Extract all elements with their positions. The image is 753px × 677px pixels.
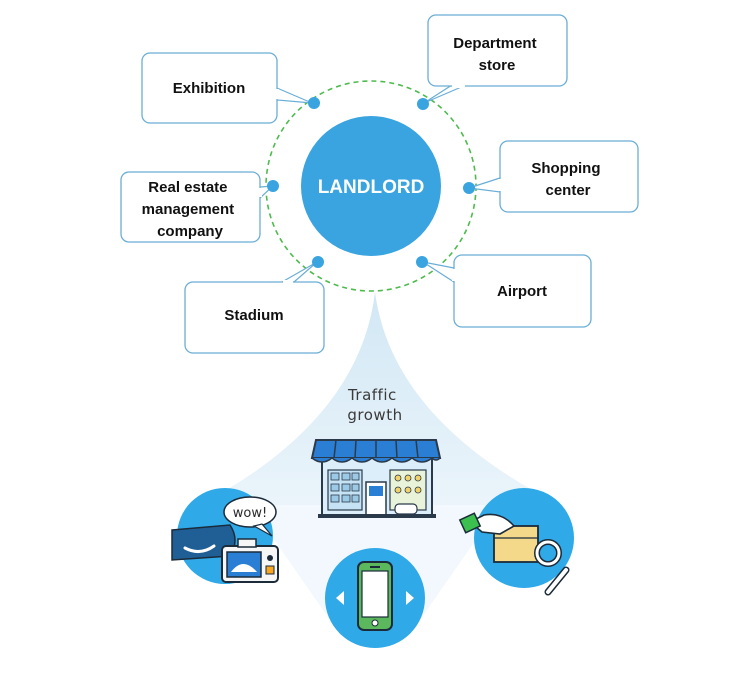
svg-text:Real estate management: Real estate management company (142, 179, 239, 240)
smartphone-icon (325, 548, 425, 648)
svg-text:Stadium: Stadium (224, 307, 283, 324)
package-handover-icon (458, 488, 574, 596)
callout-shopping-center-line-1: Shopping (531, 160, 600, 177)
landlord-hub (301, 116, 441, 256)
ring-dot-stadium (312, 256, 324, 268)
callout-stadium-line-1: Stadium (224, 307, 283, 324)
callout-real-estate-line-3: company (157, 223, 224, 240)
callout-department-store-line-2: store (479, 57, 516, 74)
ring-dot-exhibition (308, 97, 320, 109)
callout-stadium-box (184, 281, 325, 354)
callout-airport-line-1: Airport (497, 283, 547, 300)
camera-reaction-icon: wow! (171, 488, 279, 584)
landlord-label: LANDLORD (318, 177, 425, 198)
callout-airport-box (453, 254, 592, 328)
ring-dot-real-estate (267, 180, 279, 192)
callout-department-store-line-1: Department (453, 35, 536, 52)
callout-exhibition-line-1: Exhibition (173, 80, 246, 97)
callout-real-estate-box (120, 171, 261, 243)
svg-text:Shopping center: Shopping center (531, 160, 604, 199)
callout-exhibition-box (141, 52, 278, 124)
ring-dot-department-store (417, 98, 429, 110)
traffic-label-line-2: growth (347, 406, 402, 424)
svg-text:Traffic growth: Traffic growth (347, 386, 403, 424)
callout-shopping-center-box (499, 140, 639, 213)
svg-text:Airport: Airport (497, 283, 547, 300)
callout-real-estate-line-2: management (142, 201, 235, 218)
traffic-label-line-1: Traffic (347, 386, 397, 404)
ring-dot-shopping-center (463, 182, 475, 194)
wow-text: wow! (233, 506, 267, 521)
store-icon (310, 439, 442, 518)
ring-dot-airport (416, 256, 428, 268)
traffic-beam (200, 292, 560, 505)
svg-text:Exhibition: Exhibition (173, 80, 246, 97)
svg-text:Department store: Department store (453, 35, 541, 74)
callout-real-estate-line-1: Real estate (148, 179, 227, 196)
callout-shopping-center-line-2: center (545, 182, 590, 199)
callout-department-store-box (427, 14, 568, 87)
